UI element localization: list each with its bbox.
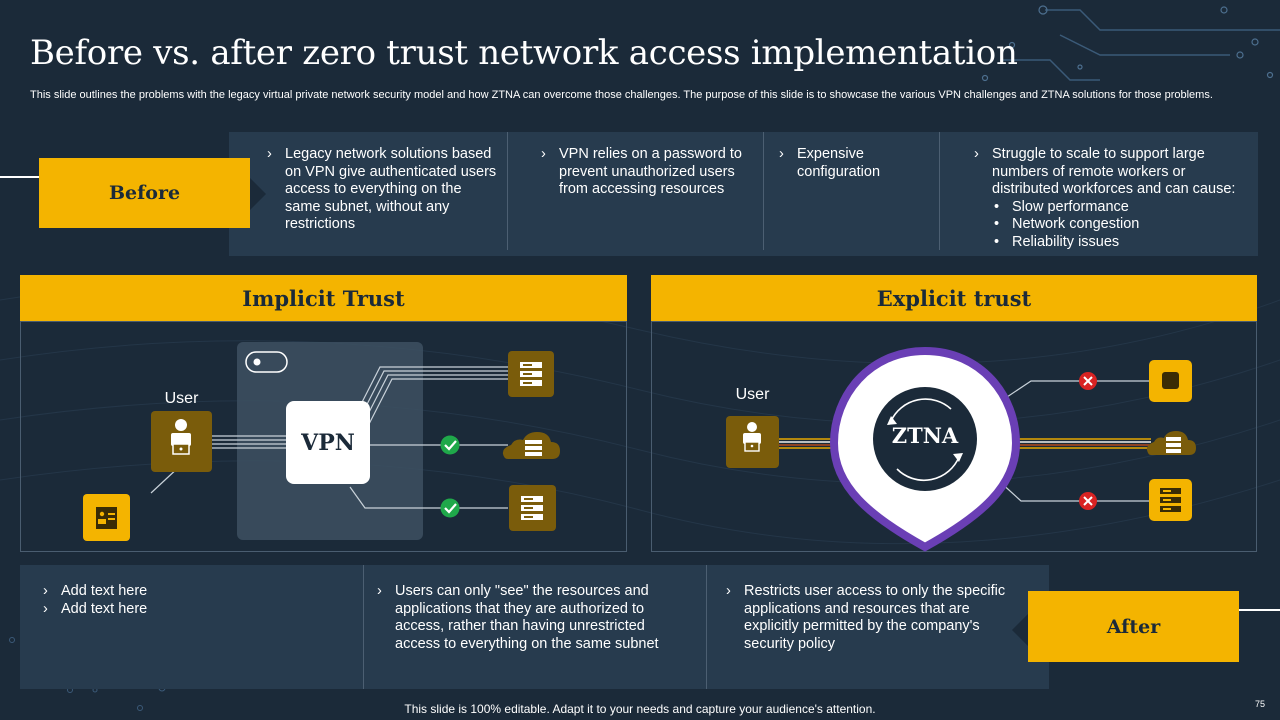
chevron-icon: ›: [377, 583, 382, 599]
after-label: After: [1028, 591, 1239, 662]
stop-icon: [1162, 372, 1179, 389]
explicit-trust-heading: Explicit trust: [651, 275, 1257, 321]
chevron-icon: ›: [541, 146, 546, 162]
deny-x-icon: [1079, 492, 1097, 510]
page-subtitle: This slide outlines the problems with th…: [30, 89, 1213, 101]
footer-note: This slide is 100% editable. Adapt it to…: [404, 702, 876, 716]
implicit-user-label: User: [164, 390, 199, 407]
chevron-icon: ›: [779, 146, 784, 162]
after-connector-line: [1239, 609, 1280, 611]
chevron-icon: ›: [974, 146, 979, 162]
after-pointer: [1012, 614, 1028, 646]
list-item: ›Users can only "see" the resources and …: [377, 583, 659, 652]
cloud-server-icon: [502, 432, 560, 459]
chevron-icon: ›: [43, 583, 48, 599]
before-label: Before: [39, 158, 250, 228]
bullet-item: Network congestion: [994, 216, 1244, 234]
after-panel: [20, 565, 1049, 689]
before-column-4-bullets: Slow performance Network congestion Reli…: [992, 199, 1244, 252]
list-item: ›Restricts user access to only the speci…: [726, 583, 1006, 652]
chevron-icon: ›: [43, 600, 48, 617]
implicit-trust-panel: [20, 321, 627, 552]
page-title: Before vs. after zero trust network acce…: [30, 33, 1018, 73]
check-icon: [440, 498, 460, 518]
divider: [939, 132, 940, 250]
ztna-label: ZTNA: [891, 423, 959, 448]
before-pointer: [250, 178, 266, 210]
vpn-label: VPN: [301, 429, 355, 456]
chevron-icon: ›: [726, 583, 731, 599]
before-column-1-text: Legacy network solutions based on VPN gi…: [285, 146, 497, 232]
toggle-icon: [245, 351, 288, 373]
implicit-trust-diagram: [83, 342, 560, 541]
list-item: ›Add text here: [43, 600, 148, 617]
list-item: ›Add text here: [43, 583, 148, 599]
deny-x-icon: [1079, 372, 1097, 390]
explicit-trust-diagram: [726, 346, 1196, 552]
before-column-4-text: Struggle to scale to support large numbe…: [992, 146, 1236, 197]
cloud-server-icon: [1146, 431, 1196, 455]
page-number: 75: [1254, 699, 1265, 709]
after-column-2: ›Users can only "see" the resources and …: [377, 583, 677, 653]
divider: [507, 132, 508, 250]
vpn-box: [286, 401, 370, 484]
after-column-3: ›Restricts user access to only the speci…: [726, 583, 1026, 653]
user-icon: [171, 419, 191, 455]
cycle-arrows-icon: [890, 398, 960, 482]
id-card-icon: [96, 507, 117, 529]
implicit-trust-heading: Implicit Trust: [20, 275, 627, 321]
divider: [763, 132, 764, 250]
bullet-item: Slow performance: [994, 199, 1244, 217]
chevron-icon: ›: [267, 146, 272, 162]
divider: [363, 565, 364, 689]
divider: [706, 565, 707, 689]
after-column-1: ›Add text here ›Add text here: [43, 583, 343, 618]
before-connector-line: [0, 176, 42, 178]
explicit-user-label: User: [735, 386, 770, 403]
before-column-3-text: Expensive configuration: [797, 146, 881, 180]
check-icon: [440, 435, 460, 455]
explicit-trust-panel: [651, 321, 1257, 552]
before-column-2-text: VPN relies on a password to prevent unau…: [559, 146, 742, 197]
user-icon: [743, 422, 761, 452]
bullet-item: Reliability issues: [994, 234, 1244, 252]
